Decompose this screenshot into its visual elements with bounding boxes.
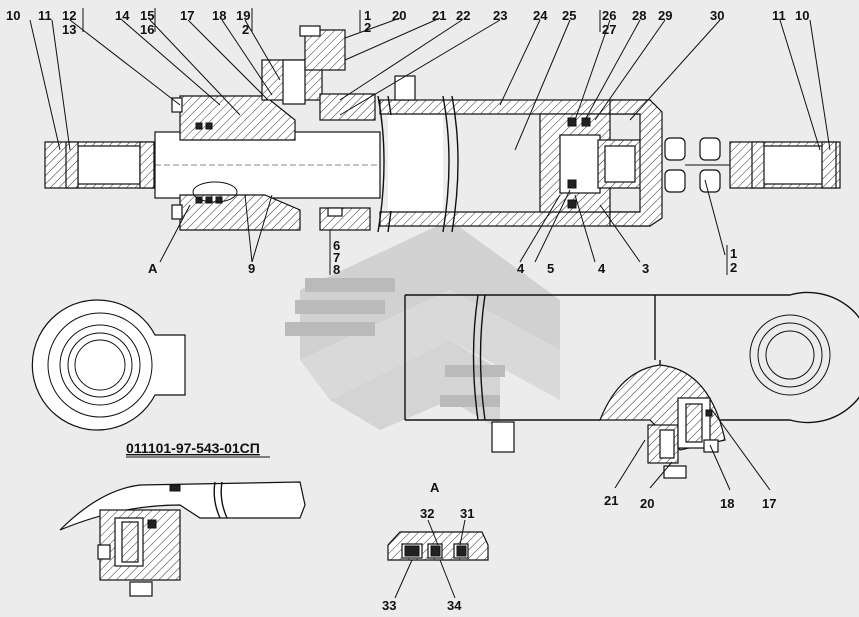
- detail-leaders: [614, 409, 771, 491]
- callout-19-sub: 2: [242, 22, 249, 37]
- section-a-detail: [387, 519, 489, 599]
- callout-30: 30: [710, 8, 724, 23]
- callout-10: 10: [6, 8, 20, 23]
- callout-11: 11: [38, 8, 52, 23]
- callout-18: 18: [212, 8, 226, 23]
- callout-17: 17: [180, 8, 194, 23]
- right-eye-bearing: [761, 145, 825, 185]
- callout-20-1: 1: [364, 8, 371, 23]
- callout-12: 12: [62, 8, 76, 23]
- callout-24: 24: [533, 8, 548, 23]
- section-a-title: А: [430, 480, 440, 495]
- end-cap: [609, 99, 663, 227]
- callout-11-right: 11: [772, 8, 786, 23]
- callout-15: 15: [140, 8, 154, 23]
- gland-head-top: [179, 95, 296, 141]
- callout-27: 27: [602, 22, 616, 37]
- gland-seals: [192, 122, 238, 204]
- callout-33: 33: [382, 598, 396, 613]
- callout-labels-top: 10 11 12 13 14 15 16 17 18 19 2 1 2 20 2…: [6, 8, 809, 37]
- callout-4-right: 4: [598, 261, 606, 276]
- callout-3: 3: [642, 261, 649, 276]
- callout-a: А: [148, 261, 158, 276]
- callout-4-left: 4: [517, 261, 525, 276]
- alt-port-detail: [59, 481, 306, 597]
- leader-lines-top: [29, 8, 831, 151]
- drawing-caption: 011101-97-543-01СП: [126, 440, 260, 456]
- callout-1: 1: [730, 246, 737, 261]
- callout-16: 16: [140, 22, 154, 37]
- callout-26: 26: [602, 8, 616, 23]
- callout-7: 7: [333, 250, 340, 265]
- callout-9: 9: [248, 261, 255, 276]
- callout-34: 34: [447, 598, 462, 613]
- port-fitting-top: [261, 25, 376, 121]
- callout-32: 32: [420, 506, 434, 521]
- callout-6: 6: [333, 238, 340, 253]
- callout-13: 13: [62, 22, 76, 37]
- callout-detail-17: 17: [762, 496, 776, 511]
- left-eye-bearing: [77, 145, 141, 185]
- callout-5: 5: [547, 261, 554, 276]
- callout-19: 19: [236, 8, 250, 23]
- callout-10-right: 10: [795, 8, 809, 23]
- callout-labels-bottom: А 9 6 7 8 4 5 4 3 1 2: [148, 238, 737, 277]
- callout-20: 20: [392, 8, 406, 23]
- callout-28: 28: [632, 8, 646, 23]
- callout-21: 21: [432, 8, 446, 23]
- left-eye-side-view: [31, 299, 186, 431]
- callout-2: 2: [730, 260, 737, 275]
- callout-25: 25: [562, 8, 576, 23]
- callout-22: 22: [456, 8, 470, 23]
- callout-29: 29: [658, 8, 672, 23]
- callout-14: 14: [115, 8, 130, 23]
- callout-31: 31: [460, 506, 474, 521]
- callout-23: 23: [493, 8, 507, 23]
- callout-detail-21: 21: [604, 493, 618, 508]
- end-bolts: [664, 137, 721, 193]
- callout-20-2: 2: [364, 20, 371, 35]
- watermark-logo: [285, 220, 560, 430]
- callout-detail-18: 18: [720, 496, 734, 511]
- cylinder-side-view: [404, 291, 859, 479]
- leader-lines-bottom: [159, 179, 728, 275]
- callout-labels-detail: 21 20 18 17: [604, 493, 776, 511]
- callout-detail-20: 20: [640, 496, 654, 511]
- callout-8: 8: [333, 262, 340, 277]
- section-a-labels: А 32 31 33 34: [382, 480, 474, 613]
- main-section-view: [44, 25, 841, 233]
